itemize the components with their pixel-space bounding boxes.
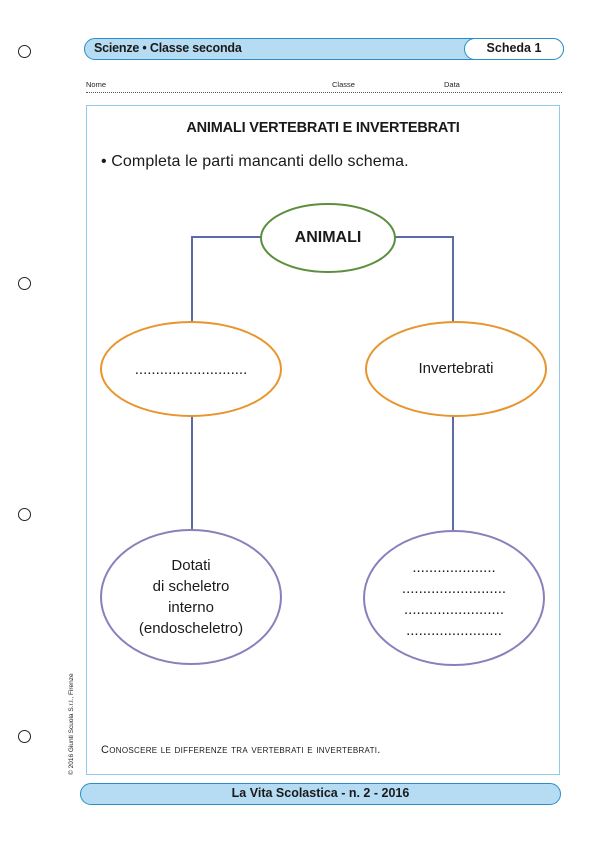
binder-hole-3 [18, 508, 31, 521]
copyright-notice: © 2016 Giunti Scuola S.r.l., Firenze [68, 673, 75, 775]
instruction-text: • Completa le parti mancanti dello schem… [101, 153, 409, 170]
connector-root-left [191, 236, 261, 322]
class-field-label: Classe [332, 80, 355, 89]
left-description-text: Dotati di scheletro interno (endoschelet… [111, 555, 271, 639]
right-description-blank-3: ........................ [403, 601, 505, 618]
right-category-label: Invertebrati [418, 360, 494, 377]
binder-hole-4 [18, 730, 31, 743]
right-description-blank-4: ....................... [406, 622, 502, 639]
right-description-blanks: .................... ...................… [374, 557, 534, 641]
sheet-number-badge: Scheda 1 [464, 38, 564, 60]
publication-footer: La Vita Scolastica - n. 2 - 2016 [80, 783, 561, 805]
left-category-blank: ........................... [134, 361, 248, 378]
left-category-ellipse [100, 321, 282, 417]
right-category-ellipse [365, 321, 547, 417]
right-description-blank-1: .................... [412, 559, 496, 576]
left-description-line-1: Dotati [171, 557, 211, 574]
right-description-ellipse [363, 530, 545, 666]
root-node-ellipse [260, 203, 396, 273]
root-node-label: ANIMALI [294, 229, 362, 246]
left-description-line-4: (endoscheletro) [138, 620, 244, 637]
binder-hole-2 [18, 277, 31, 290]
subject-label: Scienze • Classe seconda [94, 41, 242, 55]
left-description-line-2: di scheletro [152, 578, 230, 595]
binder-hole-1 [18, 45, 31, 58]
date-field-label: Data [444, 80, 460, 89]
name-field-label: Nome [86, 80, 107, 89]
connector-lines [191, 236, 454, 531]
worksheet-title: ANIMALI VERTEBRATI E INVERTEBRATI [186, 120, 460, 136]
worksheet-frame [86, 105, 560, 775]
left-description-ellipse [100, 529, 282, 665]
student-info-line: Nome Classe Data [86, 80, 562, 93]
left-description-line-3: interno [168, 599, 214, 616]
learning-objective: Conoscere le differenze tra vertebrati e… [101, 744, 381, 756]
right-description-blank-2: ......................... [401, 580, 507, 597]
connector-root-right [395, 236, 454, 322]
